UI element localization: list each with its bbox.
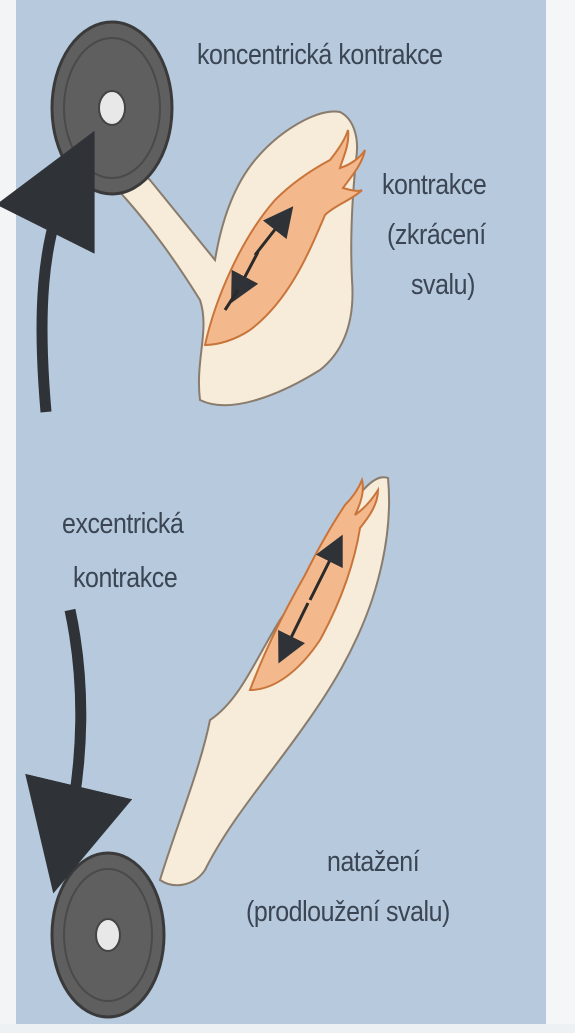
eccentric-title-2: kontrakce bbox=[73, 561, 177, 595]
concentric-muscle-label-1: kontrakce bbox=[382, 168, 486, 202]
eccentric-weight-plate bbox=[52, 853, 164, 1017]
eccentric-muscle-label-1: natažení bbox=[327, 845, 419, 879]
concentric-motion-arrow bbox=[42, 180, 70, 412]
eccentric-arm bbox=[160, 477, 389, 885]
eccentric-title-1: excentrická bbox=[62, 507, 183, 541]
eccentric-motion-arrow bbox=[66, 610, 81, 840]
concentric-title: koncentrická kontrakce bbox=[197, 38, 443, 72]
concentric-muscle-label-2: (zkrácení bbox=[387, 218, 486, 252]
concentric-weight-plate bbox=[52, 22, 172, 194]
eccentric-muscle-label-2: (prodloužení svalu) bbox=[246, 895, 450, 929]
concentric-muscle-label-3: svalu) bbox=[411, 268, 475, 302]
